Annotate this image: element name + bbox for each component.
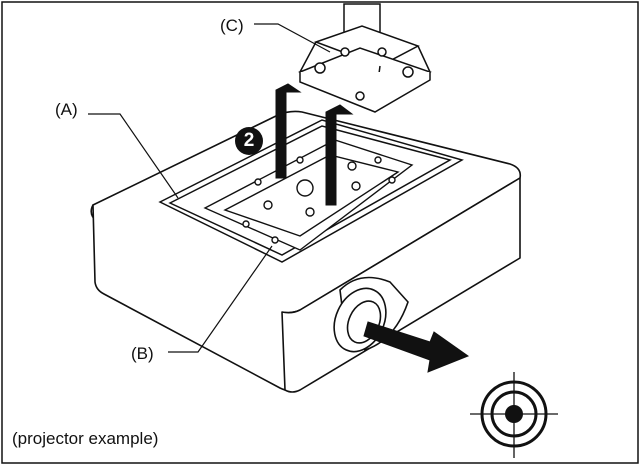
caption: (projector example): [12, 429, 159, 448]
mount-recess: [158, 119, 464, 263]
arrow-right-down-icon: [363, 321, 470, 373]
leader-lines: [88, 23, 331, 353]
leader-a: [88, 113, 179, 199]
label-c: (C): [220, 16, 244, 35]
assembly-arrows: [275, 83, 354, 206]
label-a: (A): [55, 100, 78, 119]
leader-b: [168, 245, 273, 353]
crosshair-target-icon: [470, 372, 558, 458]
numbered-circle-icon: 2: [235, 127, 263, 155]
leader-c: [254, 23, 331, 53]
label-b: (B): [131, 344, 154, 363]
mount-plate: [203, 139, 414, 251]
ceiling-bracket: [298, 3, 432, 113]
